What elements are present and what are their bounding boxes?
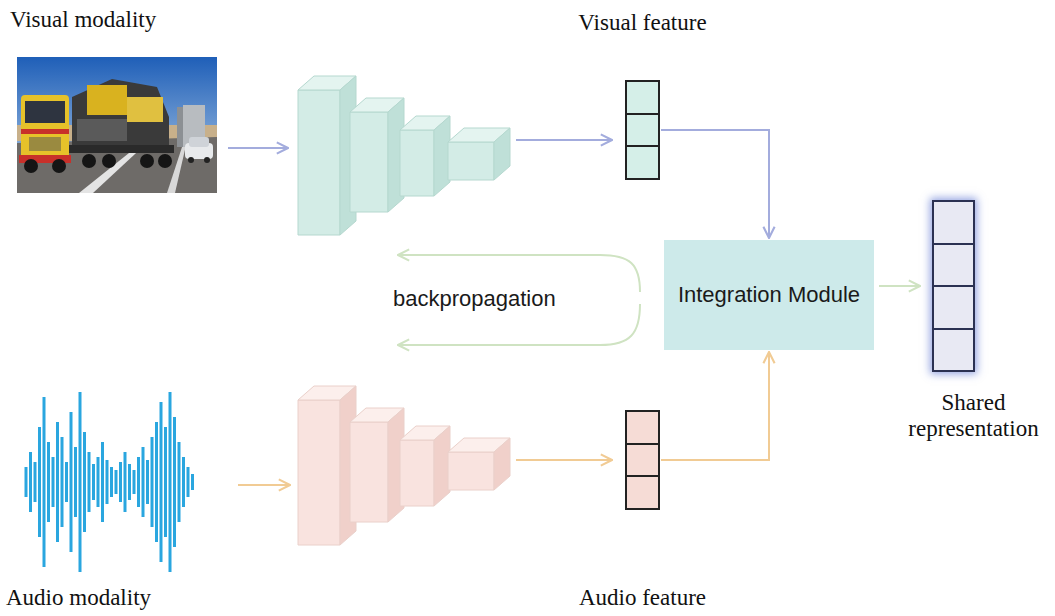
- encoder-face: [448, 142, 494, 180]
- encoder-side: [494, 128, 510, 180]
- encoder-face: [350, 112, 388, 212]
- photo-wheel: [140, 154, 154, 168]
- connector-arrow: [879, 285, 920, 287]
- photo-wheel: [158, 154, 172, 168]
- truck-photo: [17, 57, 217, 193]
- encoder-face: [400, 440, 434, 506]
- flow-arrow: [516, 139, 612, 141]
- photo-grille: [29, 137, 61, 151]
- connector-arrow: [661, 352, 769, 460]
- photo-machine: [77, 119, 127, 141]
- encoder-face: [298, 90, 340, 235]
- photo-machine: [87, 85, 127, 115]
- vector-cell: [627, 113, 658, 146]
- vector-cell: [627, 475, 658, 508]
- photo-load: [72, 79, 169, 149]
- process-box: Integration Module: [664, 240, 874, 350]
- photo-flatbed: [62, 145, 174, 153]
- photo-wheel: [82, 154, 96, 168]
- annotation-label: backpropagation: [393, 286, 556, 312]
- photo-car: [189, 137, 209, 147]
- photo-stripe: [21, 129, 69, 134]
- photo-road: [17, 137, 217, 193]
- vector-cell: [627, 443, 658, 476]
- photo-wheel: [188, 157, 194, 163]
- encoder-side: [494, 438, 510, 490]
- photo-windshield: [25, 101, 65, 123]
- encoder-face: [448, 452, 494, 490]
- vector-cell: [627, 412, 658, 443]
- vector-cell: [934, 243, 973, 286]
- vector-cell: [934, 202, 973, 243]
- audio-encoder: [298, 386, 510, 545]
- feature-vector: Audio feature: [625, 410, 660, 510]
- visual-encoder: [298, 76, 510, 235]
- node-label: Visual modality: [10, 7, 156, 33]
- photo-wheel: [204, 157, 210, 163]
- node-label: Audio modality: [6, 585, 151, 611]
- image-input: Visual modality: [17, 57, 217, 193]
- flow-arrow: [238, 484, 290, 486]
- node-label: Visual feature: [578, 10, 706, 36]
- node-label: Shared representation: [894, 390, 1054, 443]
- box-text: Integration Module: [678, 282, 860, 308]
- connector-arrow: [661, 130, 769, 238]
- photo-wheel: [102, 154, 116, 168]
- vector-cell: [627, 145, 658, 178]
- flow-arrow: [516, 459, 612, 461]
- encoder-face: [350, 422, 388, 522]
- audio-waveform: [26, 392, 193, 572]
- photo-sky: [17, 57, 217, 193]
- photo-cab: [21, 95, 69, 161]
- node-label: Audio feature: [579, 585, 706, 611]
- feature-vector: Visual feature: [625, 80, 660, 180]
- flow-arrow: [228, 147, 288, 149]
- encoder-face: [298, 400, 340, 545]
- photo-wheel: [24, 159, 38, 173]
- vector-cell: [627, 82, 658, 113]
- audio-input: Audio modality: [20, 390, 198, 575]
- encoder-face: [400, 130, 434, 196]
- vector-cell: [934, 285, 973, 328]
- photo-machine: [127, 97, 163, 122]
- vector-cell: [934, 328, 973, 371]
- shared-vector: Shared representation: [932, 200, 975, 372]
- photo-wheel: [52, 159, 66, 173]
- photo-far-truck: [177, 107, 183, 147]
